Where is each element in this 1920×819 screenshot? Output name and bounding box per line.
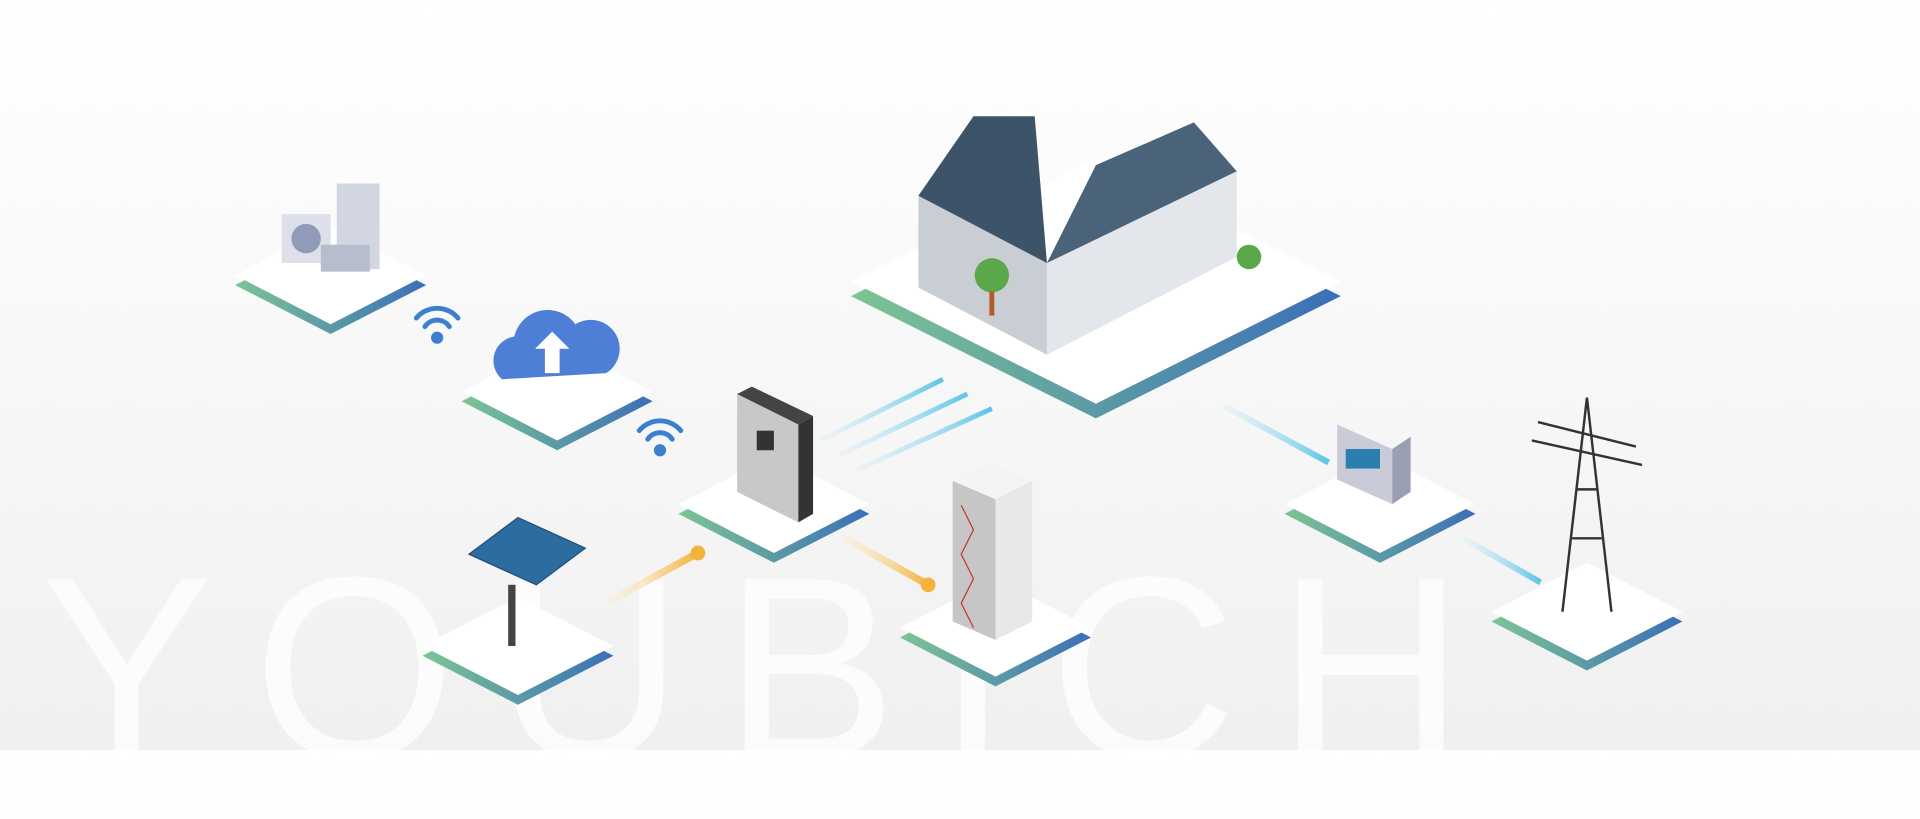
- solar-panel-node: [422, 516, 614, 705]
- wifi-icon: [413, 305, 684, 457]
- grid-tower-node: [1491, 397, 1683, 671]
- house-node: [851, 116, 1341, 419]
- solar-line: [608, 549, 702, 604]
- meter-node: [1284, 424, 1476, 563]
- grid-line: [1461, 535, 1542, 586]
- inverter-node: [678, 386, 870, 563]
- meter-line: [1223, 403, 1331, 466]
- upload-icon: [535, 331, 570, 374]
- energy-system-diagram: [235, 116, 1683, 705]
- appliances-node: [235, 183, 427, 335]
- battery-node: [900, 462, 1092, 687]
- battery-line: [841, 534, 932, 589]
- connections: [608, 377, 1542, 604]
- cloud-node: [461, 309, 653, 451]
